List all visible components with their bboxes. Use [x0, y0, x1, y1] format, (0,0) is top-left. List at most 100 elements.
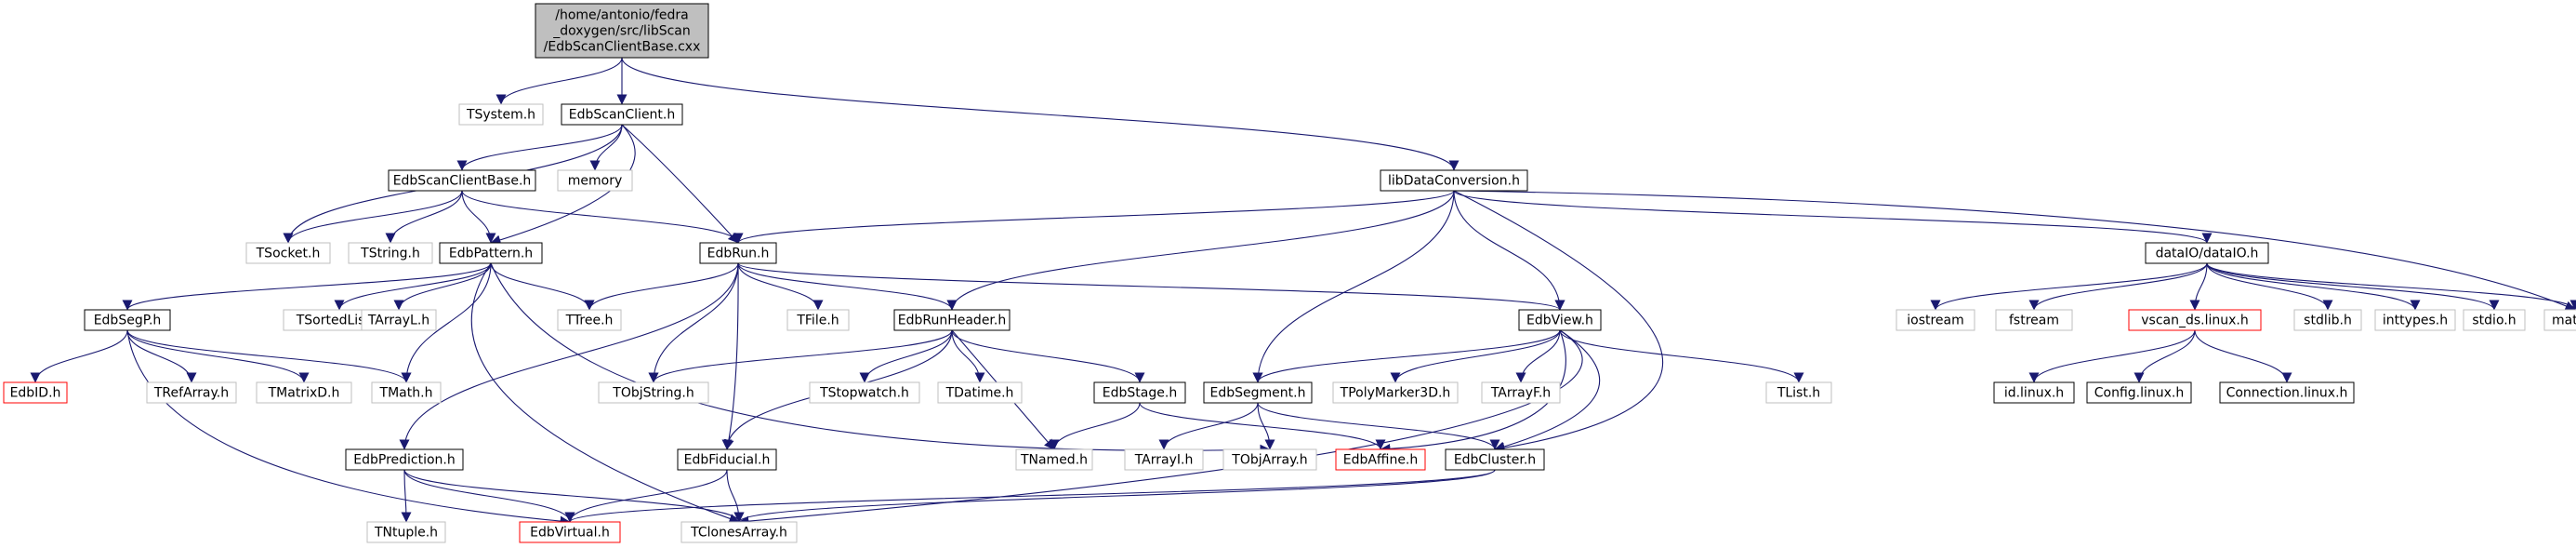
- node-edbprediction[interactable]: EdbPrediction.h: [345, 448, 464, 471]
- node-label-tarrayl: TArrayL.h: [367, 314, 429, 328]
- edge-edbfiducial-to-tclonesarray: [726, 469, 745, 523]
- node-edbaffine[interactable]: EdbAffine.h: [1335, 448, 1426, 471]
- node-configlinux[interactable]: Config.linux.h: [2086, 381, 2192, 404]
- node-tmath: TMath.h: [371, 381, 442, 404]
- node-label-edbpattern: EdbPattern.h: [449, 247, 533, 261]
- edge-edbsegment-to-tarrayi: [1158, 402, 1259, 450]
- node-edbid[interactable]: EdbID.h: [3, 381, 68, 404]
- node-tstring: TString.h: [348, 242, 433, 264]
- node-edbvirtual[interactable]: EdbVirtual.h: [519, 521, 621, 543]
- node-edbfiducial[interactable]: EdbFiducial.h: [677, 448, 777, 471]
- node-vscan[interactable]: vscan_ds.linux.h: [2128, 309, 2262, 331]
- node-edbpattern[interactable]: EdbPattern.h: [439, 242, 543, 264]
- edge-edbrunheader-to-edbstage: [951, 329, 1145, 383]
- edge-edbprediction-to-tclonesarray: [403, 469, 745, 523]
- node-edbstage[interactable]: EdbStage.h: [1093, 381, 1186, 404]
- node-tpolymarker3d: TPolyMarker3D.h: [1332, 381, 1459, 404]
- node-label-tntuple: TNtuple.h: [374, 526, 438, 541]
- node-connectionlinux[interactable]: Connection.linux.h: [2219, 381, 2355, 404]
- edge-edbscanclientbase-to-tsocket: [283, 190, 463, 244]
- edge-edbsegment-to-tobjarray: [1257, 402, 1275, 450]
- node-box-tmath: [371, 381, 442, 404]
- node-box-edbpattern: [439, 242, 543, 264]
- node-box-stdio: [2463, 309, 2526, 331]
- edge-edbview-to-edbaffine: [1380, 329, 1566, 454]
- edge-edbsegp-to-edbid: [30, 329, 128, 383]
- node-label-tlist: TList.h: [1777, 386, 1820, 401]
- node-box-ttree: [557, 309, 622, 331]
- node-edbrunheader[interactable]: EdbRunHeader.h: [893, 309, 1011, 331]
- edge-edbpattern-to-tsortedlist: [334, 262, 492, 311]
- node-box-edbcluster: [1445, 448, 1545, 471]
- node-box-configlinux: [2086, 381, 2192, 404]
- edge-edbpattern-to-tclonesarray: [470, 262, 740, 524]
- node-label-tsocket: TSocket.h: [256, 247, 321, 261]
- node-fstream: fstream: [1995, 309, 2073, 331]
- edge-vscan-to-idlinux: [2028, 329, 2196, 383]
- edge-dataio-to-fstream: [2028, 262, 2208, 311]
- node-label-inttypes: inttypes.h: [2383, 314, 2448, 328]
- node-edbsegp[interactable]: EdbSegP.h: [84, 309, 171, 331]
- node-box-tdatime: [937, 381, 1023, 404]
- node-idlinux[interactable]: id.linux.h: [1993, 381, 2075, 404]
- edge-vscan-to-configlinux: [2133, 329, 2196, 383]
- node-box-math: [2543, 309, 2576, 331]
- node-box-stdlib: [2293, 309, 2362, 331]
- node-box-edbrun: [699, 242, 777, 264]
- edge-edbstage-to-edbaffine: [1139, 402, 1386, 450]
- node-box-tclonesarray: [680, 521, 798, 543]
- node-dataio[interactable]: dataIO/dataIO.h: [2145, 242, 2269, 264]
- node-label-tstopwatch: TStopwatch.h: [819, 386, 909, 401]
- edge-edbpattern-to-ttree: [490, 262, 595, 311]
- node-box-iostream: [1896, 309, 1975, 331]
- node-label-tobjstring: TObjString.h: [612, 386, 694, 401]
- node-box-root: [535, 3, 709, 59]
- node-memory: memory: [557, 169, 633, 192]
- node-box-tobjstring: [598, 381, 709, 404]
- node-label-edbvirtual: EdbVirtual.h: [530, 526, 610, 541]
- node-tmatrixd: TMatrixD.h: [256, 381, 352, 404]
- node-edbsegment[interactable]: EdbSegment.h: [1203, 381, 1313, 404]
- node-edbscanclientbase[interactable]: EdbScanClientBase.h: [388, 169, 536, 192]
- edge-edbscanclientbase-to-tstring: [385, 190, 463, 244]
- node-label-edbcluster: EdbCluster.h: [1454, 453, 1536, 468]
- node-edbscanclient[interactable]: EdbScanClient.h: [561, 103, 683, 126]
- node-label-dataio: dataIO/dataIO.h: [2156, 247, 2259, 261]
- node-edbcluster[interactable]: EdbCluster.h: [1445, 448, 1545, 471]
- node-box-edbrunheader: [893, 309, 1011, 331]
- edge-dataio-to-stdlib: [2206, 262, 2333, 311]
- node-libdataconversion[interactable]: libDataConversion.h: [1380, 169, 1528, 192]
- edge-edbrun-to-edbprediction: [399, 262, 739, 450]
- node-box-edbscanclient: [561, 103, 683, 126]
- node-tobjstring: TObjString.h: [598, 381, 709, 404]
- node-edbview[interactable]: EdbView.h: [1518, 309, 1602, 331]
- node-label-stdio: stdio.h: [2472, 314, 2516, 328]
- node-box-tlist: [1765, 381, 1832, 404]
- edge-libdataconversion-to-edbsegment: [1252, 190, 1455, 383]
- node-box-edbscanclientbase: [388, 169, 536, 192]
- edge-dataio-to-math: [2206, 262, 2576, 311]
- node-box-edbsegment: [1203, 381, 1313, 404]
- node-box-trefarray: [146, 381, 237, 404]
- node-trefarray: TRefArray.h: [146, 381, 237, 404]
- edge-libdataconversion-to-edbview: [1453, 190, 1565, 311]
- node-label-fstream: fstream: [2009, 314, 2059, 328]
- edge-edbview-to-tarrayf: [1515, 329, 1561, 383]
- node-box-tobjarray: [1222, 448, 1317, 471]
- node-label-trefarray: TRefArray.h: [153, 386, 229, 401]
- node-edbrun[interactable]: EdbRun.h: [699, 242, 777, 264]
- node-stdlib: stdlib.h: [2293, 309, 2362, 331]
- dependency-edges: [30, 57, 2576, 527]
- node-tnamed: TNamed.h: [1015, 448, 1093, 471]
- node-ttree: TTree.h: [557, 309, 622, 331]
- node-box-edbfiducial: [677, 448, 777, 471]
- edge-edbpattern-to-tmath: [401, 262, 492, 383]
- edge-edbsegp-to-trefarray: [126, 329, 197, 383]
- edge-edbstage-to-tnamed: [1049, 402, 1141, 450]
- node-label-tsystem: TSystem.h: [466, 108, 535, 123]
- edge-libdataconversion-to-edbrunheader: [946, 190, 1455, 311]
- node-box-edbsegp: [84, 309, 171, 331]
- node-label-tstring: TString.h: [360, 247, 420, 261]
- node-stdio: stdio.h: [2463, 309, 2526, 331]
- node-box-tpolymarker3d: [1332, 381, 1459, 404]
